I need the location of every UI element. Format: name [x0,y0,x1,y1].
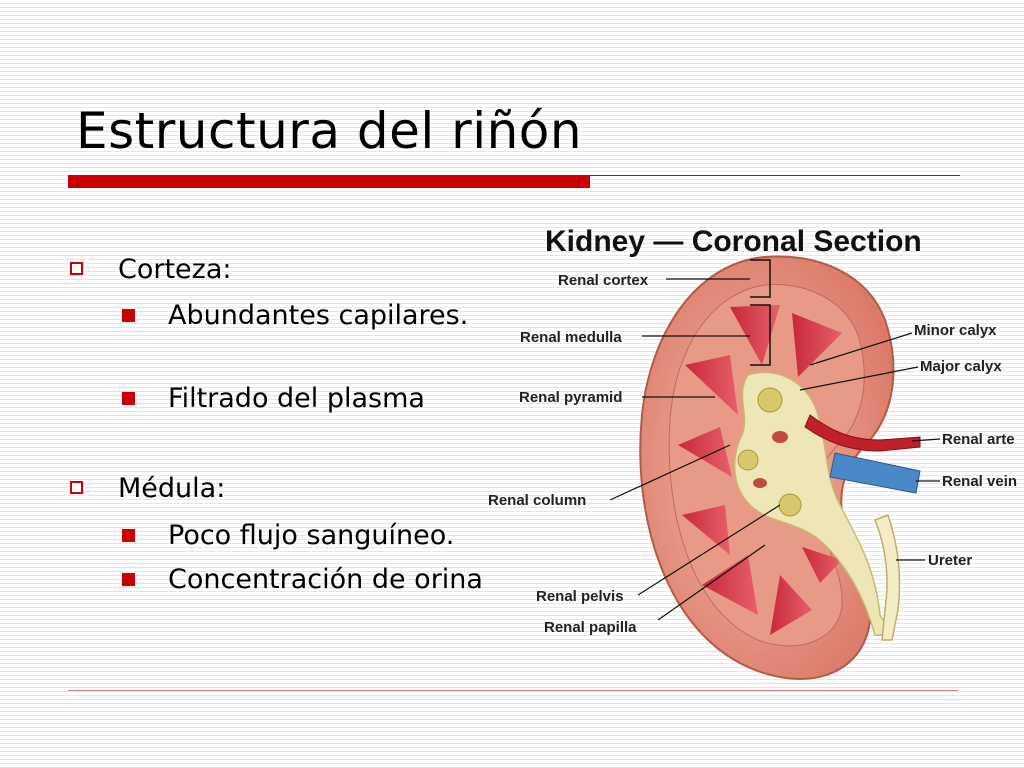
bullet-heading: Médula: [118,473,226,504]
diagram-title: Kidney — Coronal Section [545,225,922,258]
sinus-fat [757,387,783,413]
hollow-square-bullet-icon [70,481,83,494]
sinus-fat [778,493,802,517]
renal-artery-shape [804,414,921,452]
label-renal-pelvis: Renal pelvis [536,588,624,605]
sinus-vessel [753,478,767,488]
slide-title: Estructura del riñón [76,102,583,160]
label-minor-calyx: Minor calyx [914,322,997,339]
sub-bullet-text: Abundantes capilares. [168,300,469,331]
sinus-vessel [772,431,788,443]
kidney-diagram: Kidney — Coronal Section Renal co [488,225,1017,680]
sub-bullet-text: Concentración de orina [168,564,483,595]
ureter-shape [874,514,901,641]
label-renal-artery: Renal arte [942,431,1015,448]
label-ureter: Ureter [928,552,972,569]
filled-square-bullet-icon [122,529,135,542]
renal-pyramid-shape [770,575,812,635]
label-major-calyx: Major calyx [920,358,1002,375]
renal-pyramid-shape [802,547,842,583]
sub-bullet-text: Poco flujo sanguíneo. [168,520,455,551]
sub-bullet-text: Filtrado del plasma [168,383,425,414]
filled-square-bullet-icon [122,309,135,322]
renal-pyramid-shape [685,355,738,415]
label-renal-medulla: Renal medulla [520,329,622,346]
cortex-bracket [750,259,771,298]
title-underline-thick [68,175,590,188]
hollow-square-bullet-icon [70,262,83,275]
filled-square-bullet-icon [122,573,135,586]
renal-pyramid-shape [702,555,758,615]
label-renal-cortex: Renal cortex [558,272,649,289]
leader-lines [609,278,941,621]
medulla-bracket [750,304,771,366]
sinus-fat [737,449,759,471]
renal-pyramid-shape [678,427,732,477]
title-underline-thin [590,175,960,176]
renal-pyramid-shape [730,305,780,365]
renal-pyramid-shape [792,313,842,377]
bullet-heading: Corteza: [118,254,232,285]
renal-pyramid-shape [682,505,730,555]
label-renal-vein: Renal vein [942,473,1017,490]
bullet-list: Corteza: Abundantes capilares. Filtrado … [70,254,483,595]
label-renal-pyramid: Renal pyramid [519,389,622,406]
label-renal-column: Renal column [488,492,586,509]
label-renal-papilla: Renal papilla [544,619,637,636]
filled-square-bullet-icon [122,392,135,405]
footer-rule [68,690,958,691]
renal-vein-shape [829,452,921,494]
